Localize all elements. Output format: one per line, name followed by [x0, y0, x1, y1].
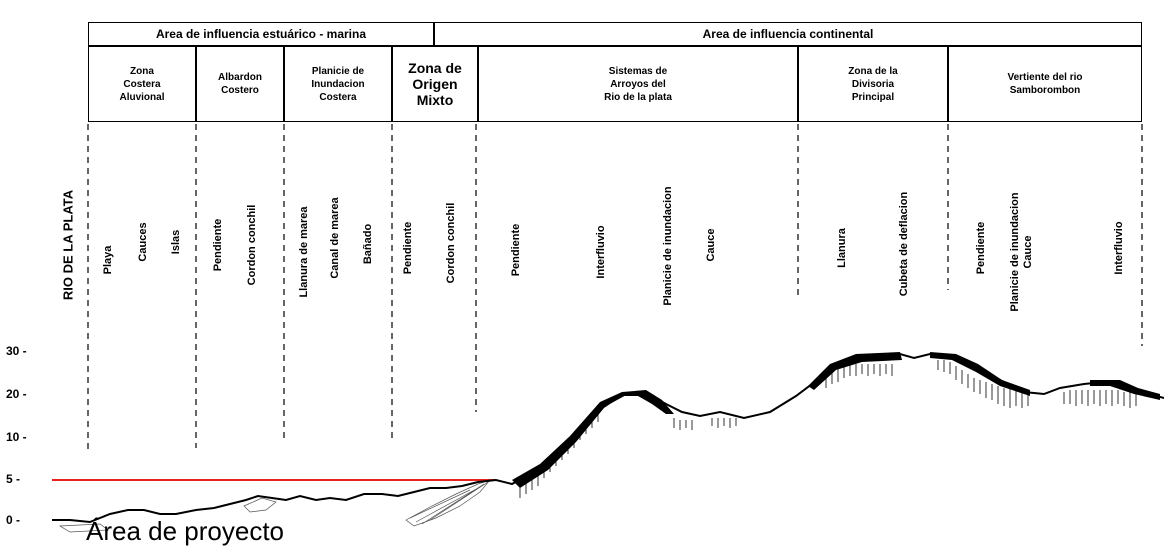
unit-canal-de-marea: Canal de marea	[329, 197, 341, 279]
unit-cordon-conchil-mixto: Cordon conchil	[445, 202, 457, 284]
zone-albardon-costero: Albardon Costero	[196, 46, 284, 122]
zone-divisoria-principal: Zona de la Divisoria Principal	[798, 46, 948, 122]
unit-cauce-arroyos: Cauce	[705, 228, 717, 262]
shell-deposits	[58, 479, 492, 533]
unit-cubeta-de-deflacion: Cubeta de deflacion	[898, 191, 910, 297]
project-area-label: Área de proyecto	[86, 516, 285, 546]
continental-header: Area de influencia continental	[434, 22, 1142, 46]
zone-planicie-inundacion-costera: Planicie de Inundacion Costera	[284, 46, 392, 122]
unit-llanura-divisoria: Llanura	[836, 228, 848, 268]
estuarine-header: Area de influencia estuárico - marina	[88, 22, 434, 46]
unit-cauces: Cauces	[137, 222, 149, 262]
zone-origen-mixto: Zona de Origen Mixto	[392, 46, 478, 122]
zone-header-table: Area de influencia estuárico - marina Ar…	[88, 22, 1142, 122]
unit-interfluvio-arroyos: Interfluvio	[595, 225, 607, 279]
y-tick-30: 30 -	[6, 344, 27, 358]
unit-interfluvio-vertiente: Interfluvio	[1113, 221, 1125, 275]
unit-playa: Playa	[102, 245, 114, 275]
y-tick-0: 0 -	[6, 513, 21, 527]
unit-planicie-cauce-vertiente: Planicie de inundacion Cauce	[1009, 192, 1034, 312]
zone-vertiente-samborombon: Vertiente del rio Samborombon	[948, 46, 1142, 122]
y-tick-10: 10 -	[6, 430, 27, 444]
river-label: RIO DE LA PLATA	[60, 189, 76, 301]
terrain-ridges	[512, 352, 1160, 488]
unit-planicie-inundacion-arroyos: Planicie de inundacion	[662, 186, 674, 306]
unit-pendiente-albardon: Pendiente	[212, 218, 224, 272]
terrain-hatching	[519, 360, 1137, 498]
y-tick-5: 5 -	[6, 472, 21, 486]
unit-pendiente-vertiente: Pendiente	[975, 221, 987, 275]
unit-islas: Islas	[170, 229, 182, 255]
unit-cordon-conchil-albardon: Cordon conchil	[246, 204, 258, 286]
unit-pendiente-arroyos: Pendiente	[510, 223, 522, 277]
unit-llanura-de-marea: Llanura de marea	[298, 206, 310, 298]
y-tick-20: 20 -	[6, 387, 27, 401]
terrain-surface-line	[52, 352, 1164, 524]
unit-pendiente-mixto: Pendiente	[402, 221, 414, 275]
unit-banado: Bañado	[362, 223, 374, 265]
zone-costera-aluvional: Zona Costera Aluvional	[88, 46, 196, 122]
zone-dividers	[87, 124, 1143, 452]
zone-sistemas-arroyos: Sistemas de Arroyos del Rio de la plata	[478, 46, 798, 122]
